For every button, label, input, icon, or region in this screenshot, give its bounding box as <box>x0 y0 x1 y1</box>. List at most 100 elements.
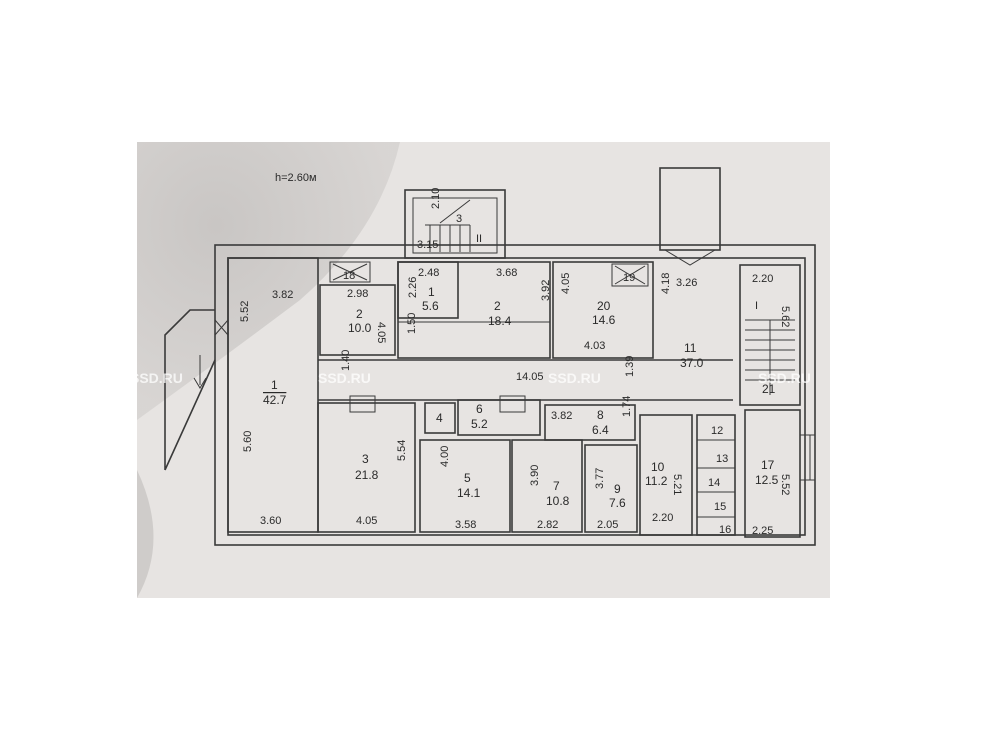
dim: 3.77 <box>594 468 606 489</box>
dim: 3.58 <box>455 519 476 531</box>
dim: 5.52 <box>239 301 251 322</box>
room-number: 3 <box>362 452 369 466</box>
room-number: 3 <box>456 213 462 225</box>
room-15-number: 15 <box>714 501 726 513</box>
room-area: 5.2 <box>471 417 488 431</box>
mark: II <box>476 233 482 245</box>
room-12-number: 12 <box>711 425 723 437</box>
room-area: 18.4 <box>488 314 512 328</box>
dim: 2.98 <box>347 288 368 300</box>
room-20: 4.05 20 14.6 4.03 4.18 <box>560 273 672 352</box>
dim: 1.74 <box>621 396 633 417</box>
mark: I <box>755 300 758 312</box>
vent-number: 18 <box>343 270 355 282</box>
room-2-small: 2.98 2 10.0 4.05 <box>347 288 387 343</box>
room-area: 21.8 <box>355 468 379 482</box>
room-3: 3 21.8 5.54 4.05 <box>355 440 408 527</box>
room-number: 8 <box>597 408 604 422</box>
room-number: 9 <box>614 482 621 496</box>
watermark: SSD.RU <box>318 370 371 386</box>
dim: 3.26 <box>676 277 697 289</box>
room-area: 37.0 <box>680 356 704 370</box>
dim: 2.20 <box>652 512 673 524</box>
room-area: 10.0 <box>348 321 372 335</box>
watermark: SSD.RU <box>548 370 601 386</box>
room-number: 6 <box>476 402 483 416</box>
shadow <box>137 470 154 598</box>
dim: 1.50 <box>406 313 418 334</box>
vent-number: 19 <box>623 272 635 284</box>
room-number: 17 <box>761 458 775 472</box>
room-9: 3.77 9 7.6 2.05 <box>594 468 626 531</box>
dim: 2.25 <box>752 525 773 537</box>
room-area: 6.4 <box>592 423 609 437</box>
room-number: 20 <box>597 299 611 313</box>
room-area: 42.7 <box>263 393 287 407</box>
room-number: 5 <box>464 471 471 485</box>
dim: 2.05 <box>597 519 618 531</box>
building-walls <box>164 167 816 546</box>
dim: 4.05 <box>356 515 377 527</box>
room-number: 1 <box>428 285 435 299</box>
dim: 2.26 <box>407 277 419 298</box>
room-area: 7.6 <box>609 496 626 510</box>
watermark: SSD.RU <box>130 370 183 386</box>
room-7: 3.90 7 10.8 2.82 <box>529 465 570 531</box>
dim: 4.03 <box>584 340 605 352</box>
dim: 1.40 <box>340 350 352 371</box>
stairwell-21: 2.20 5.62 I 21 <box>752 273 791 396</box>
room-number: 7 <box>553 479 560 493</box>
room-number: 2 <box>356 307 363 321</box>
dim: 2.10 <box>430 188 442 209</box>
dim: 3.15 <box>417 239 438 251</box>
height-note: h=2.60м <box>275 172 317 184</box>
dim: 4.05 <box>560 273 572 294</box>
room-area: 11.2 <box>645 474 668 488</box>
corridor: 14.05 1.40 <box>340 350 544 383</box>
dim: 2.48 <box>418 267 439 279</box>
dim: 5.62 <box>779 306 791 327</box>
dim: 5.21 <box>671 474 683 495</box>
shadow <box>137 142 400 420</box>
dim: 2.82 <box>537 519 558 531</box>
room-1: 3.82 5.52 1 42.7 5.60 3.60 <box>239 289 293 527</box>
dim: 3.92 <box>540 280 552 301</box>
room-number: 10 <box>651 460 665 474</box>
room-14-number: 14 <box>708 477 720 489</box>
room-2-large: 3.68 2 18.4 3.92 1.50 <box>406 267 552 334</box>
dim: 3.60 <box>260 515 281 527</box>
dim: 5.52 <box>779 474 791 495</box>
room-5: 4.00 5 14.1 3.58 <box>439 446 481 531</box>
room-number: 21 <box>762 382 776 396</box>
dim: 3.82 <box>551 410 572 422</box>
room-area: 10.8 <box>546 494 570 508</box>
room-area: 5.6 <box>422 299 439 313</box>
room-area: 14.6 <box>592 313 616 327</box>
room-1-small: 2.48 2.26 1 5.6 <box>407 267 439 313</box>
dim: 4.00 <box>439 446 451 467</box>
room-number: 1 <box>271 378 278 392</box>
room-10: 10 11.2 5.21 2.20 <box>645 460 683 524</box>
dim: 3.82 <box>272 289 293 301</box>
room-17: 17 12.5 5.52 2.25 <box>752 458 791 537</box>
room-8: 3.82 8 6.4 1.74 <box>551 396 633 437</box>
dim: 3.68 <box>496 267 517 279</box>
dim: 2.20 <box>752 273 773 285</box>
dim: 1.39 <box>624 356 636 377</box>
room-11: 3.26 11 37.0 1.39 <box>624 277 704 377</box>
room-number: 2 <box>494 299 501 313</box>
room-16-number: 16 <box>719 524 731 536</box>
dim: 5.60 <box>242 431 254 452</box>
dim: 4.05 <box>375 322 387 343</box>
room-area: 12.5 <box>755 473 779 487</box>
room-13-number: 13 <box>716 453 728 465</box>
room-4-number: 4 <box>436 411 443 425</box>
room-number: 11 <box>684 341 697 355</box>
room-6: 6 5.2 <box>471 402 488 431</box>
dim: 3.90 <box>529 465 541 486</box>
dim: 5.54 <box>396 440 408 461</box>
room-area: 14.1 <box>457 486 481 500</box>
dim: 14.05 <box>516 371 544 383</box>
dim: 4.18 <box>660 273 672 294</box>
